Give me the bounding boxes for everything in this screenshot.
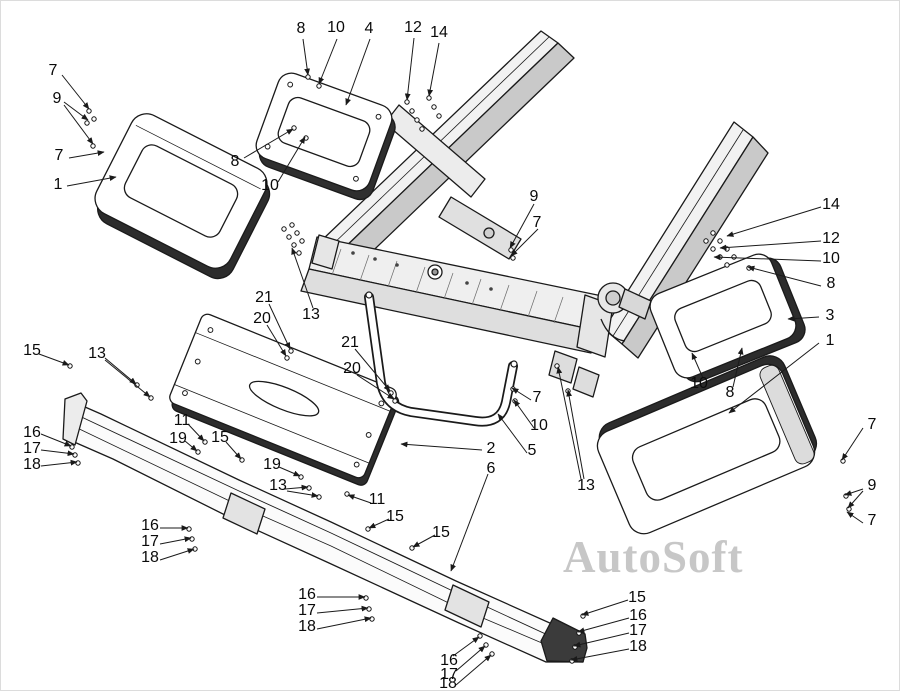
watermark: AutoSoft — [563, 532, 744, 582]
callout-label-13: 13 — [269, 477, 287, 494]
callout-label-7: 7 — [867, 416, 877, 433]
callout-label-18: 18 — [439, 675, 457, 691]
callout-label-4: 4 — [364, 20, 374, 37]
callout-label-15: 15 — [628, 589, 646, 606]
part-1-right-bezel — [596, 355, 818, 535]
callout-label-21: 21 — [255, 289, 273, 306]
callout-label-16: 16 — [440, 652, 458, 669]
callout-label-16: 16 — [141, 517, 159, 534]
callout-label-10: 10 — [327, 19, 345, 36]
leader-lines — [38, 37, 864, 686]
callout-label-10: 10 — [822, 250, 840, 267]
callout-label-3: 3 — [825, 307, 835, 324]
callout-label-9: 9 — [867, 477, 877, 494]
callout-label-1: 1 — [825, 332, 835, 349]
callout-label-17: 17 — [141, 533, 159, 550]
callout-label-18: 18 — [629, 638, 647, 655]
part-1-left-bezel — [94, 113, 271, 280]
callout-label-20: 20 — [343, 360, 361, 377]
callout-label-10: 10 — [530, 417, 548, 434]
callout-label-7: 7 — [532, 389, 542, 406]
callout-label-16: 16 — [23, 424, 41, 441]
callout-label-18: 18 — [298, 618, 316, 635]
callout-label-14: 14 — [430, 24, 448, 41]
callout-label-1: 1 — [53, 176, 63, 193]
callout-label-16: 16 — [298, 586, 316, 603]
callout-label-13: 13 — [577, 477, 595, 494]
callout-label-12: 12 — [822, 230, 840, 247]
callout-label-15: 15 — [386, 508, 404, 525]
callout-label-8: 8 — [725, 384, 735, 401]
callout-label-7: 7 — [532, 214, 542, 231]
callout-label-7: 7 — [48, 62, 58, 79]
callout-label-8: 8 — [826, 275, 836, 292]
callout-label-15: 15 — [23, 342, 41, 359]
callout-label-12: 12 — [404, 19, 422, 36]
callout-label-18: 18 — [23, 456, 41, 473]
callout-label-11: 11 — [173, 412, 191, 429]
part-2-center-panel — [169, 313, 400, 486]
callout-label-10: 10 — [690, 375, 708, 392]
callout-label-8: 8 — [230, 153, 240, 170]
callout-label-9: 9 — [529, 188, 539, 205]
callout-label-15: 15 — [211, 429, 229, 446]
callout-label-21: 21 — [341, 334, 359, 351]
frame-assembly — [300, 30, 769, 398]
callout-label-17: 17 — [23, 440, 41, 457]
callout-label-2: 2 — [486, 440, 496, 457]
part-6-bumper-bar — [62, 392, 588, 663]
callout-label-17: 17 — [629, 622, 647, 639]
callout-label-7: 7 — [54, 147, 64, 164]
callout-label-16: 16 — [629, 607, 647, 624]
callout-label-14: 14 — [822, 196, 840, 213]
callout-label-13: 13 — [302, 306, 320, 323]
callout-label-9: 9 — [52, 90, 62, 107]
callout-label-19: 19 — [263, 456, 281, 473]
callout-label-5: 5 — [527, 442, 537, 459]
callout-label-20: 20 — [253, 310, 271, 327]
callout-label-13: 13 — [88, 345, 106, 362]
part-3-right-bezel — [649, 253, 806, 383]
callout-label-17: 17 — [440, 666, 458, 683]
callout-label-18: 18 — [141, 549, 159, 566]
callout-label-10: 10 — [261, 177, 279, 194]
callout-label-8: 8 — [296, 20, 306, 37]
callout-label-11: 11 — [368, 491, 386, 508]
callout-label-17: 17 — [298, 602, 316, 619]
callout-label-7: 7 — [867, 512, 877, 529]
callout-label-6: 6 — [486, 460, 496, 477]
callout-label-19: 19 — [169, 430, 187, 447]
callout-label-15: 15 — [432, 524, 450, 541]
